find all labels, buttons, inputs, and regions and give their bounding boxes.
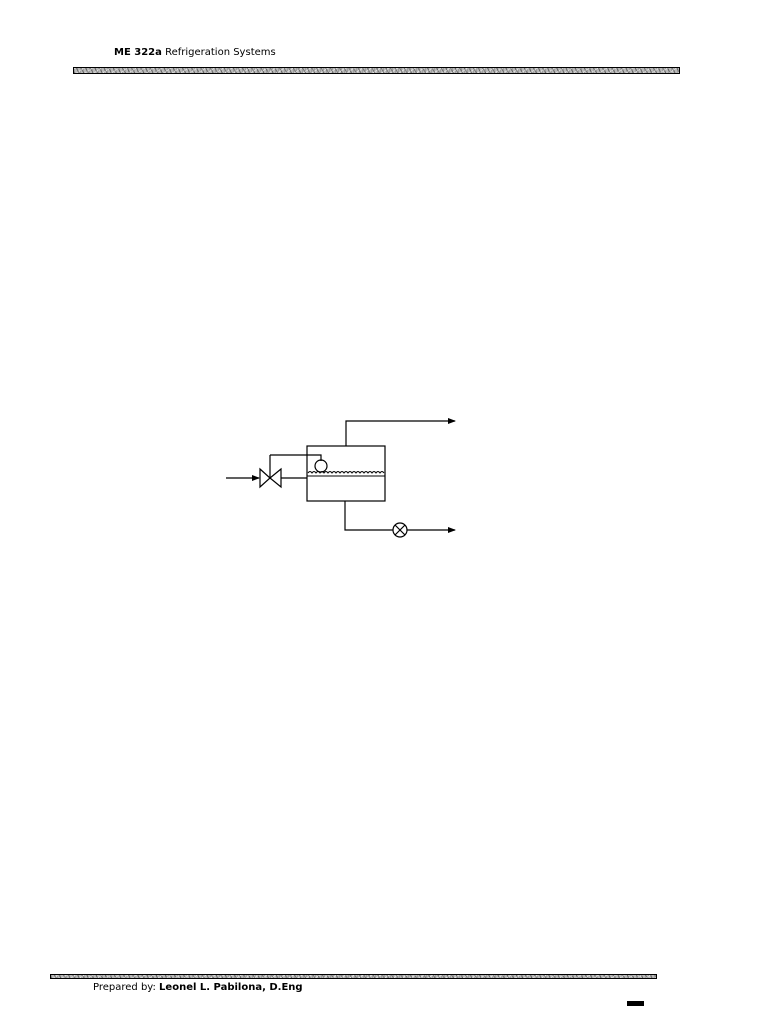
author-name: Leonel L. Pabilona, D.Eng [159,982,303,993]
vapor-outlet-line [345,418,456,446]
liquid-outlet-line [344,501,393,531]
page-number-mark [627,1001,644,1006]
expansion-valve-icon [259,455,282,489]
header-divider [73,67,680,74]
outlet-valve-icon [392,522,408,538]
course-code: ME 322a [114,47,162,58]
page-footer: Prepared by: Leonel L. Pabilona, D.Eng [93,981,303,995]
float-sensor-icon [314,459,328,473]
liquid-level-line [307,471,385,474]
prepared-by-label: Prepared by: [93,982,156,993]
footer-divider [50,974,657,979]
page-header: ME 322a Refrigeration Systems [114,46,276,60]
course-title: Refrigeration Systems [165,47,276,58]
flash-tank [306,445,386,502]
float-control-line [270,454,322,461]
